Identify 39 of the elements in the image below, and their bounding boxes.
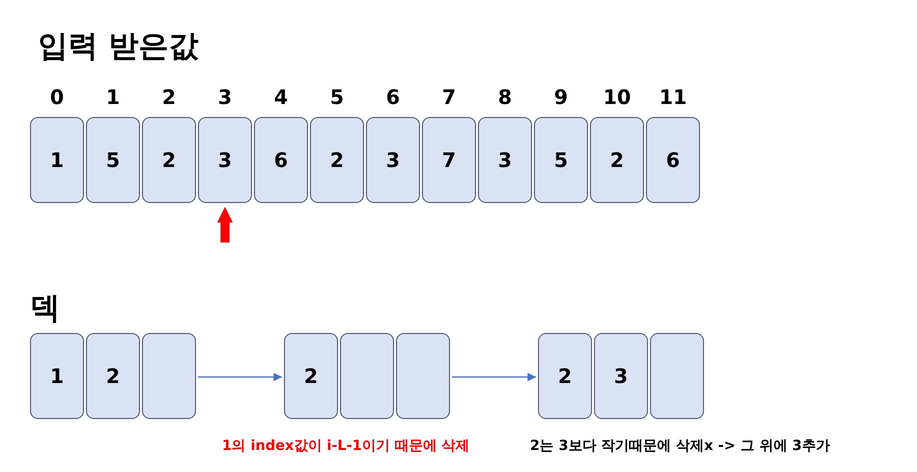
- note: 2는 3보다 작기때문에 삭제x -> 그 위에 3추가: [530, 437, 830, 455]
- array-cell: 2: [590, 117, 644, 203]
- arrow: [198, 372, 282, 382]
- array-cell: 5: [534, 117, 588, 203]
- index-number: 10: [602, 85, 632, 109]
- heading: 덱: [30, 290, 60, 328]
- index-number: 11: [658, 85, 688, 109]
- array-cell: 6: [646, 117, 700, 203]
- index-number: 4: [273, 85, 289, 109]
- empty-cell: [650, 333, 704, 419]
- array-cell: 3: [478, 117, 532, 203]
- array-cell: 1: [30, 117, 84, 203]
- note: 1의 index값이 i-L-1이기 때문에 삭제: [222, 437, 470, 455]
- empty-cell: [142, 333, 196, 419]
- array-cell: 2: [86, 333, 140, 419]
- index-number: 5: [329, 85, 345, 109]
- arrow: [452, 372, 536, 382]
- index-number: 9: [553, 85, 569, 109]
- array-cell: 2: [284, 333, 338, 419]
- index-number: 3: [217, 85, 233, 109]
- array-cell: 6: [254, 117, 308, 203]
- index-number: 6: [385, 85, 401, 109]
- array-cell: 3: [594, 333, 648, 419]
- array-cell: 5: [86, 117, 140, 203]
- empty-cell: [396, 333, 450, 419]
- index-number: 0: [49, 85, 65, 109]
- array-cell: 1: [30, 333, 84, 419]
- array-cell: 3: [198, 117, 252, 203]
- array-cell: 3: [366, 117, 420, 203]
- array-cell: 2: [142, 117, 196, 203]
- heading: 입력 받은값: [38, 28, 198, 66]
- array-cell: 2: [538, 333, 592, 419]
- index-number: 1: [105, 85, 121, 109]
- empty-cell: [340, 333, 394, 419]
- index-number: 8: [497, 85, 513, 109]
- array-cell: 7: [422, 117, 476, 203]
- index-number: 7: [441, 85, 457, 109]
- array-cell: 2: [310, 117, 364, 203]
- index-number: 2: [161, 85, 177, 109]
